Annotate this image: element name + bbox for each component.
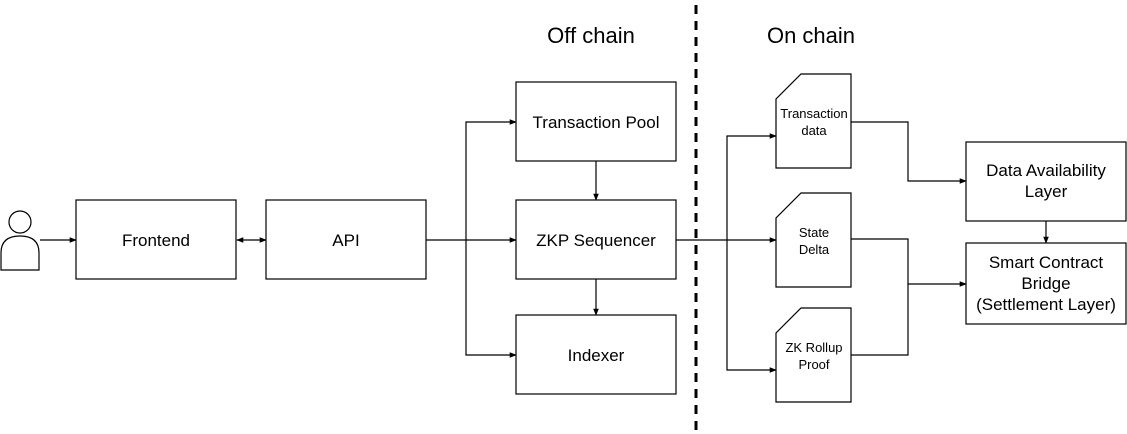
- transaction-data-label-line-1: Transaction: [780, 106, 847, 121]
- edge-api-indexer: [465, 240, 517, 358]
- transaction-pool-label: Transaction Pool: [533, 113, 660, 132]
- transaction-data-node[interactable]: Transaction data: [775, 73, 852, 169]
- data-availability-node[interactable]: Data Availability Layer: [965, 141, 1127, 222]
- indexer-label: Indexer: [568, 346, 625, 365]
- zk-rollup-proof-node[interactable]: ZK Rollup Proof: [775, 307, 852, 403]
- transaction-pool-node[interactable]: Transaction Pool: [515, 81, 677, 162]
- transaction-data-label-line-2: data: [801, 123, 827, 138]
- user-icon: [0, 210, 40, 271]
- state-delta-label-line-2: Delta: [799, 242, 830, 257]
- zkp-sequencer-node[interactable]: ZKP Sequencer: [515, 199, 677, 280]
- edges: [40, 119, 1049, 373]
- edge-state-delta-settlement: [851, 238, 967, 287]
- edge-zkp-sequencer-zk-rollup-proof: [726, 240, 777, 373]
- state-delta-label-line-1: State: [799, 225, 829, 240]
- settlement-node[interactable]: Smart Contract Bridge (Settlement Layer): [965, 242, 1127, 325]
- settlement-label-line-2: Bridge: [1021, 274, 1070, 293]
- zk-rollup-proof-label-line-1: ZK Rollup: [785, 340, 842, 355]
- data-availability-label-line-1: Data Availability: [986, 161, 1106, 180]
- settlement-label-line-1: Smart Contract: [989, 253, 1104, 272]
- indexer-node[interactable]: Indexer: [515, 314, 677, 395]
- frontend-node[interactable]: Frontend: [75, 199, 237, 280]
- on-chain-header: On chain: [767, 23, 855, 48]
- frontend-label: Frontend: [122, 231, 190, 250]
- edge-zkp-sequencer-transaction-data: [726, 133, 777, 240]
- zkp-sequencer-label: ZKP Sequencer: [536, 231, 656, 250]
- state-delta-node[interactable]: State Delta: [775, 192, 852, 288]
- zk-rollup-proof-label-line-2: Proof: [798, 357, 829, 372]
- settlement-label-line-3: (Settlement Layer): [976, 295, 1116, 314]
- edge-transaction-data-data-availability: [851, 121, 967, 184]
- api-label: API: [332, 231, 359, 250]
- edge-api-transaction-pool: [465, 119, 517, 240]
- off-chain-header: Off chain: [547, 23, 635, 48]
- data-availability-label-line-2: Layer: [1025, 182, 1068, 201]
- api-node[interactable]: API: [265, 199, 427, 280]
- edge-zk-rollup-proof-settlement: [851, 284, 909, 356]
